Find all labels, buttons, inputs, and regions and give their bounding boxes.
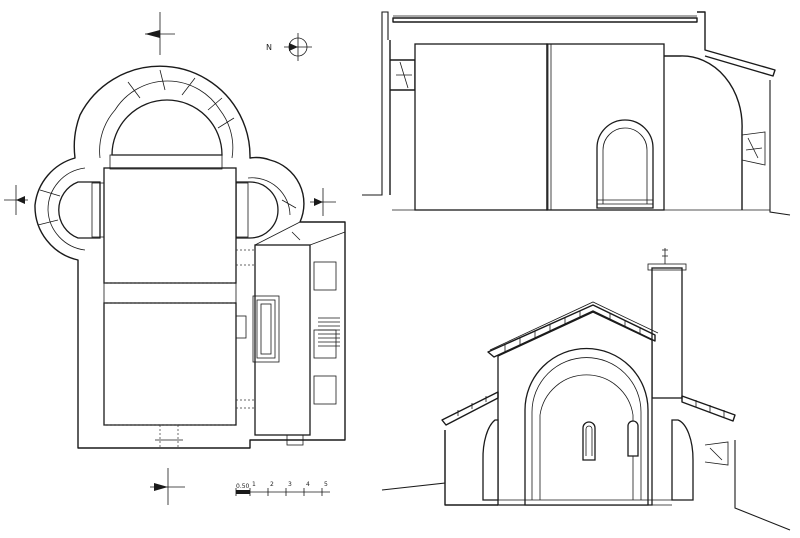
elevation-window-right [627,420,639,457]
plan-side-apse-right [235,181,279,239]
scale-tick-2: 2 [270,481,274,488]
section-arched-door [596,119,654,209]
plan-nave-bay-1 [103,167,237,284]
scale-tick-4: 4 [306,481,310,488]
plan-nave-bay-2 [103,302,237,426]
east-elevation [381,248,791,531]
elevation-main-roof [487,304,656,358]
section-marker-left [4,185,28,215]
section-marker-top [145,12,175,55]
north-label: N [266,43,272,52]
plan-stair [252,295,280,363]
plan-side-apse-left [58,181,101,239]
scale-tick-1: 1 [252,481,256,488]
scale-bar: 0.50 1 2 3 4 5 [235,481,330,496]
plan-outer-wall [34,65,346,449]
scale-tick-5: 5 [324,481,328,488]
scale-tick-0: 0.50 [236,483,250,490]
scale-tick-3: 3 [288,481,292,488]
section-roof [392,11,776,77]
plan-central-apse [111,99,223,156]
section-marker-bottom [150,468,185,505]
plan-annex [254,244,311,436]
section-marker-right [310,188,336,216]
elevation-side-roof-right [681,395,736,422]
longitudinal-section [362,11,791,216]
elevation-side-roof-left [441,391,499,426]
plan-apse-inner [99,80,234,159]
floor-plan: N 0.50 1 2 3 4 5 [4,12,346,505]
elevation-side-apse-left [482,419,499,501]
section-nave-bay-1 [414,43,548,211]
section-apse [664,55,743,210]
north-arrow-icon: N [266,33,312,61]
elevation-bell-tower [647,248,687,399]
elevation-window-left [582,421,596,461]
elevation-side-apse-right [671,419,694,501]
